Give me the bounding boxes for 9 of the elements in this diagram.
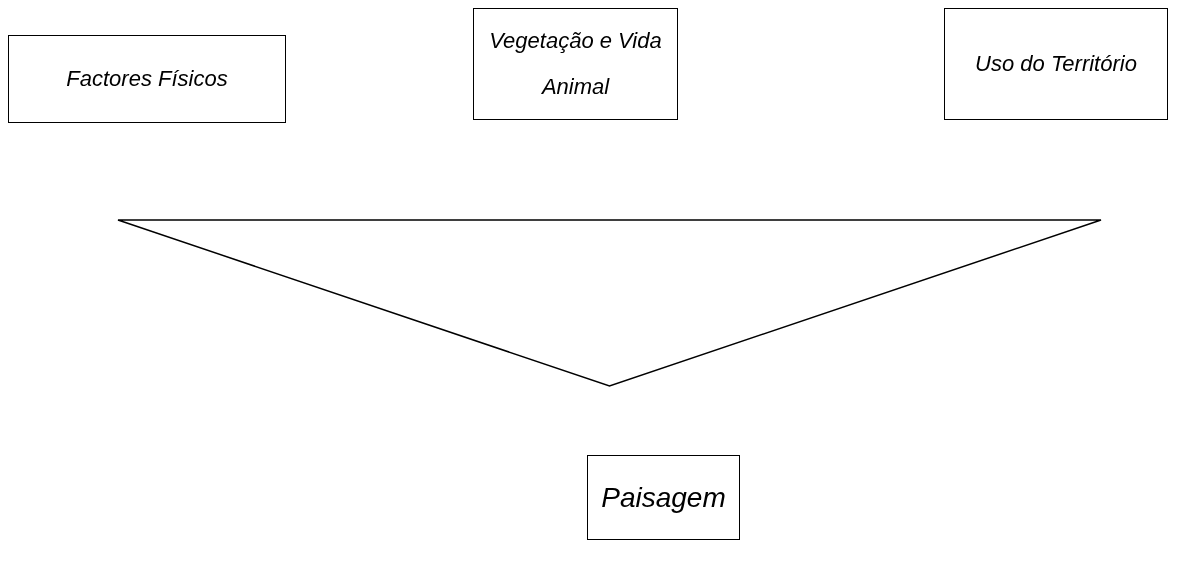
text-box (473, 8, 678, 120)
box-label: Uso do Território (974, 50, 1138, 78)
box-label: Vegetação e Vida Animal (488, 27, 663, 101)
box-label: Paisagem (600, 480, 727, 515)
box-label: Factores Físicos (65, 65, 229, 93)
text-box (8, 35, 286, 123)
text-box (587, 455, 740, 540)
text-box (944, 8, 1168, 120)
funnel-triangle (117, 219, 1102, 387)
